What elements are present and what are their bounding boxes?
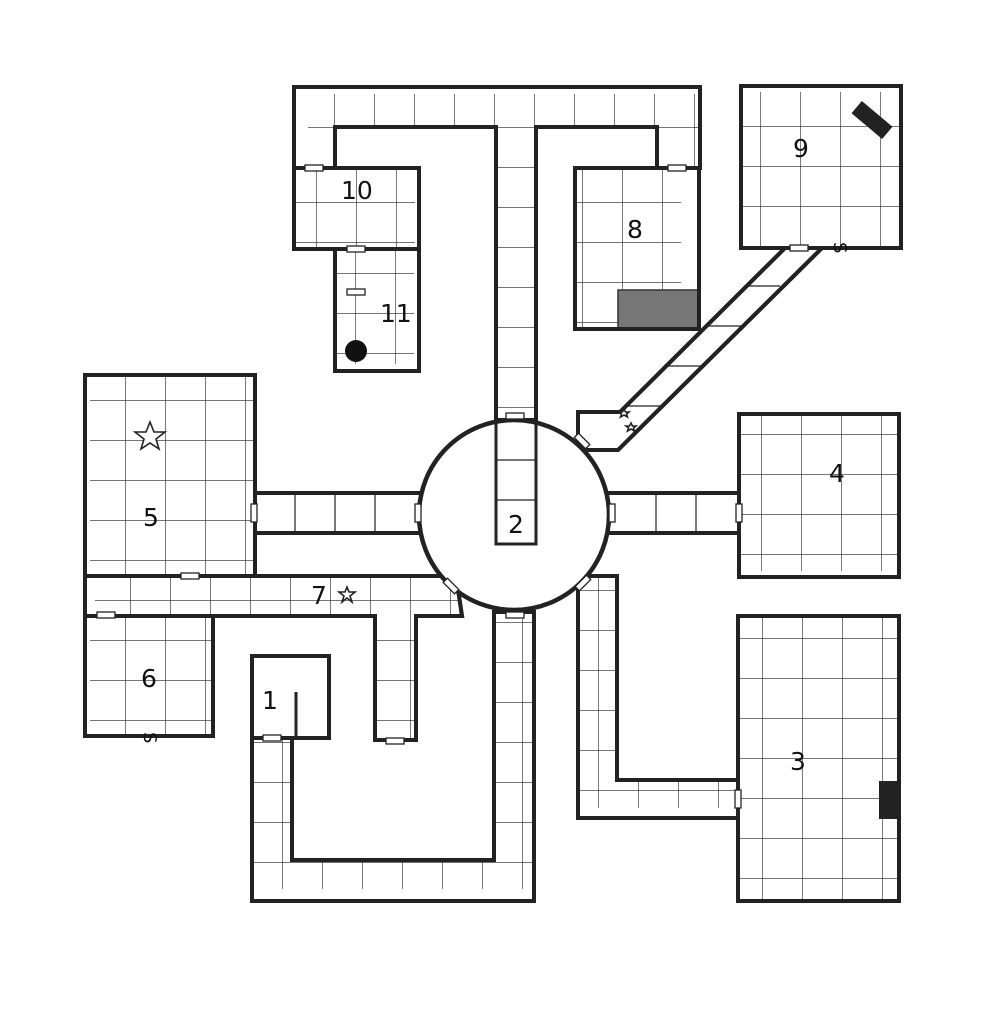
room-label-2: 2	[508, 510, 524, 539]
corridor-hub-4	[604, 491, 741, 535]
room-label-11: 11	[380, 299, 412, 328]
room-9	[739, 84, 903, 250]
pit-icon	[345, 340, 367, 362]
door-icon	[346, 288, 366, 296]
room-label-7: 7	[311, 581, 327, 610]
door-icon	[262, 734, 282, 742]
door-icon	[734, 789, 742, 809]
room-label-4: 4	[829, 459, 845, 488]
doors	[96, 164, 809, 809]
room-label-6: 6	[141, 664, 157, 693]
corridor-hub-3	[576, 574, 740, 820]
door-icon	[304, 164, 324, 172]
room-6	[83, 614, 215, 738]
dark-block	[879, 781, 897, 819]
room-label-3: 3	[790, 747, 806, 776]
room-label-9: 9	[793, 134, 809, 163]
room-8	[573, 166, 701, 331]
room-1	[250, 654, 331, 740]
room-label-8: 8	[627, 215, 643, 244]
room-5	[83, 373, 257, 578]
door-icon	[574, 574, 592, 592]
secret-door-icon: S	[829, 242, 850, 253]
door-icon	[385, 737, 405, 745]
room-3	[736, 614, 901, 903]
star-icon	[336, 584, 358, 605]
door-icon	[667, 164, 687, 172]
room-label-1: 1	[262, 686, 278, 715]
door-icon	[250, 503, 258, 523]
door-icon	[608, 503, 616, 523]
dark-block	[851, 101, 893, 139]
star-icon	[616, 407, 632, 419]
room-4	[737, 412, 901, 579]
room-label-10: 10	[341, 176, 373, 205]
door-icon	[180, 572, 200, 580]
secret-door-icon: S	[139, 732, 160, 743]
corridor-5-hub	[253, 491, 427, 535]
door-icon	[346, 245, 366, 253]
room-2	[416, 417, 612, 613]
door-icon	[735, 503, 743, 523]
door-icon	[96, 611, 116, 619]
door-icon	[414, 503, 422, 523]
room-11	[333, 247, 421, 373]
door-icon	[789, 244, 809, 252]
door-icon	[573, 432, 591, 450]
raised-block	[617, 289, 699, 329]
door-icon	[505, 412, 525, 420]
room-label-5: 5	[143, 503, 159, 532]
star-icon	[623, 421, 639, 433]
door-icon	[505, 611, 525, 619]
door-icon	[442, 577, 460, 595]
star-icon	[132, 419, 168, 451]
